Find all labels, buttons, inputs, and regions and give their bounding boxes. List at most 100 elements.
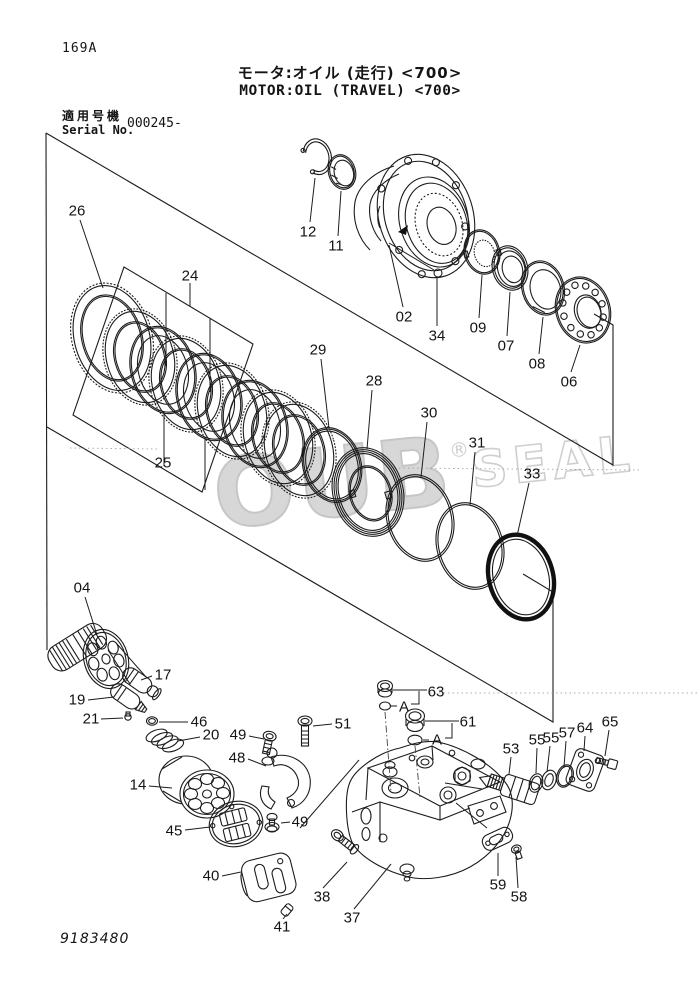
part-label-49-22: 49	[230, 727, 247, 744]
part-label-26-0: 26	[69, 203, 86, 220]
leader-line-55	[535, 747, 538, 774]
part-label-51-24: 51	[335, 716, 352, 733]
part-label-53-36: 53	[503, 741, 520, 758]
part-label-19-18: 19	[69, 692, 86, 709]
leader-line-17	[140, 675, 153, 681]
part-label-57-39: 57	[559, 725, 576, 742]
part-07-seal	[491, 245, 529, 291]
part-label-06-10: 06	[561, 374, 578, 391]
part-label-12-3: 12	[300, 224, 317, 241]
part-label-41-29: 41	[274, 919, 291, 936]
part-19-piston	[110, 683, 148, 714]
part-label-17-17: 17	[155, 667, 172, 684]
part-label-64-40: 64	[577, 720, 594, 737]
part-label-45-26: 45	[166, 823, 183, 840]
part-11-bushing	[327, 154, 357, 190]
part-label-55-38: 55	[543, 730, 560, 747]
part-label-63-32: 63	[428, 684, 445, 701]
part-08-ring	[520, 260, 566, 316]
part-label-49-27: 49	[292, 814, 309, 831]
part-04-shaft	[47, 622, 147, 690]
part-label-58-43: 58	[511, 889, 528, 906]
part-02-housing	[353, 153, 476, 279]
part-29-ring	[301, 427, 363, 503]
part-label-09-7: 09	[470, 320, 487, 337]
leader-line-57	[563, 740, 567, 768]
leader-line-49	[248, 735, 265, 740]
title-english: MOTOR:OIL (TRAVEL) <700>	[239, 83, 461, 99]
leader-line-48	[247, 758, 267, 767]
part-label-61-34: 61	[460, 714, 477, 731]
page-code: 169A	[62, 41, 98, 56]
leader-line-31	[469, 451, 476, 506]
part-label-25-2: 25	[155, 455, 172, 472]
group-valve-assembly	[444, 748, 619, 861]
leader-line-64	[583, 735, 586, 752]
leader-line-09	[478, 274, 483, 319]
part-label-40-28: 40	[203, 868, 220, 885]
leader-line-55	[546, 745, 551, 773]
part-28-piston	[331, 447, 405, 537]
part-label-59-42: 59	[490, 877, 507, 894]
part-label-46-20: 46	[191, 714, 208, 731]
leader-line-49	[280, 821, 291, 824]
leader-line-21	[100, 717, 124, 720]
part-51-bolt	[297, 715, 313, 747]
group-rotary-assembly	[47, 622, 360, 917]
part-65-bolt	[595, 756, 619, 770]
part-24-25-discs	[102, 308, 337, 499]
leader-line-30	[420, 421, 428, 478]
part-45-valve-plate	[208, 800, 264, 848]
group-motor-body	[345, 679, 513, 882]
part-49-screw-upper	[261, 730, 277, 756]
part-63-plug	[376, 679, 427, 793]
leader-line-45	[184, 826, 211, 831]
leader-line-08	[538, 316, 544, 355]
group-housing-assembly	[300, 138, 612, 344]
leader-line-02	[388, 244, 404, 308]
serial-label-japanese: 適用号機	[62, 109, 123, 123]
serial-label-english: Serial No.	[62, 123, 135, 137]
part-30-ring	[385, 474, 455, 562]
part-55-ring-b	[541, 769, 557, 791]
part-label-21-19: 21	[83, 711, 100, 728]
part-41-pin	[280, 903, 294, 917]
part-label-38-30: 38	[314, 889, 331, 906]
leader-line-38	[322, 861, 348, 889]
part-label-55-37: 55	[529, 732, 546, 749]
part-label-65-41: 65	[602, 714, 619, 731]
leader-line-40	[221, 871, 242, 877]
part-label-20-21: 20	[203, 727, 220, 744]
part-37-body	[345, 740, 513, 882]
leader-line-65	[604, 729, 610, 757]
document-number: 9183480	[60, 931, 130, 947]
part-20-spring	[145, 728, 185, 753]
part-label-31-14: 31	[469, 435, 486, 452]
part-label-08-9: 08	[529, 356, 546, 373]
group-frames	[45, 132, 698, 723]
part-53-spool	[478, 773, 540, 806]
title-japanese: モータ:オイル (走行) <700>	[237, 64, 463, 82]
serial-value: 000245-	[127, 116, 182, 131]
leader-line-28	[366, 389, 373, 450]
part-57-oring	[556, 764, 574, 788]
part-58-screw	[510, 844, 523, 861]
part-46-ring	[145, 716, 159, 726]
part-59-plate	[481, 826, 514, 851]
leader-line-11	[337, 190, 342, 237]
part-label-48-23: 48	[229, 750, 246, 767]
leader-line-12	[309, 177, 316, 223]
part-label-11-4: 11	[328, 238, 344, 255]
part-38-bolt	[330, 829, 360, 855]
leader-line-04	[84, 596, 98, 636]
part-label-02-5: 02	[396, 309, 413, 326]
leader-line-58	[515, 856, 519, 889]
part-label-24-1: 24	[182, 268, 199, 285]
leader-line-19	[87, 696, 115, 701]
part-34-oring	[433, 268, 443, 278]
part-61-plug	[404, 708, 459, 798]
part-33-oring	[485, 532, 557, 622]
